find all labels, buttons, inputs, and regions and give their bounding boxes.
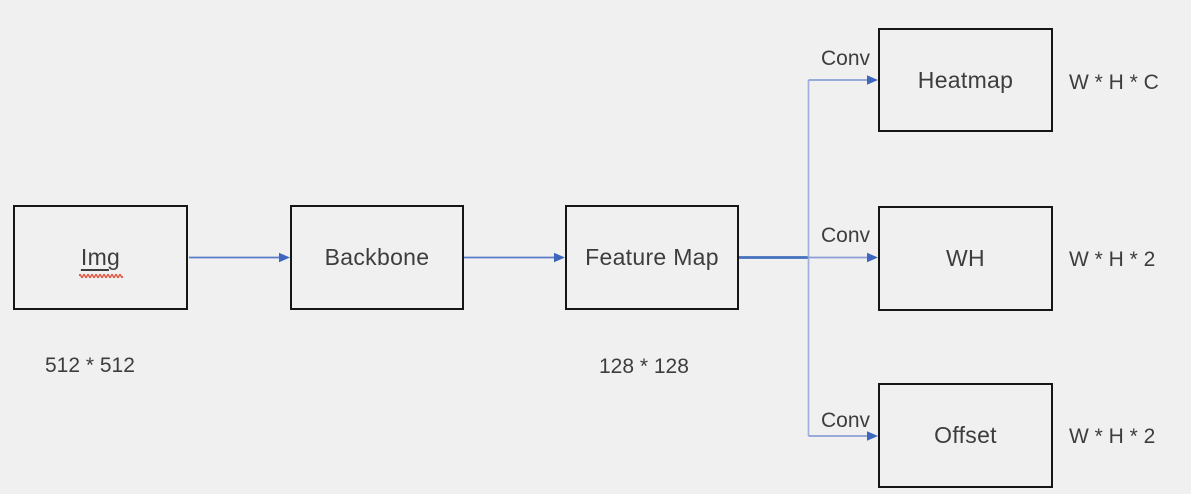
node-heatmap-label: Heatmap	[917, 66, 1014, 93]
wh-output-shape-label[interactable]: W * H * 2	[1069, 248, 1156, 271]
node-heatmap[interactable]: Heatmap	[878, 28, 1053, 132]
node-offset[interactable]: Offset	[878, 383, 1053, 488]
connector-conv-to-wh[interactable]	[808, 252, 879, 263]
arrowhead-icon	[279, 252, 290, 263]
node-feature-map-label: Feature Map	[585, 244, 719, 270]
node-img[interactable]: Img	[13, 205, 188, 310]
node-wh[interactable]: WH	[878, 206, 1053, 311]
spellcheck-squiggle-icon	[78, 273, 123, 278]
offset-output-shape-label[interactable]: W * H * 2	[1069, 425, 1156, 448]
conv-label-offset[interactable]: Conv	[820, 409, 870, 432]
connector-img-to-backbone[interactable]	[189, 252, 290, 263]
conv-label-heatmap[interactable]: Conv	[820, 47, 870, 70]
node-offset-label: Offset	[934, 422, 997, 448]
node-feature-map[interactable]: Feature Map	[565, 205, 739, 310]
arrowhead-icon	[554, 252, 565, 263]
node-backbone[interactable]: Backbone	[290, 205, 464, 310]
node-wh-label: WH	[946, 245, 985, 271]
conv-label-wh[interactable]: Conv	[820, 224, 870, 247]
connector-feature-map-output-trunk[interactable]	[739, 80, 810, 436]
arrowhead-icon	[867, 75, 878, 85]
img-size-label[interactable]: 512 * 512	[45, 354, 135, 377]
heatmap-output-shape-label[interactable]: W * H * C	[1069, 71, 1159, 94]
arrowhead-icon	[867, 431, 878, 441]
connector-backbone-to-feature-map[interactable]	[464, 252, 565, 263]
connector-conv-to-heatmap[interactable]	[808, 75, 879, 85]
node-img-label: Img	[80, 244, 121, 270]
connector-conv-to-offset[interactable]	[808, 431, 879, 441]
node-backbone-label: Backbone	[324, 244, 430, 270]
arrowhead-icon	[867, 252, 878, 263]
feature-map-size-label[interactable]: 128 * 128	[599, 355, 689, 378]
